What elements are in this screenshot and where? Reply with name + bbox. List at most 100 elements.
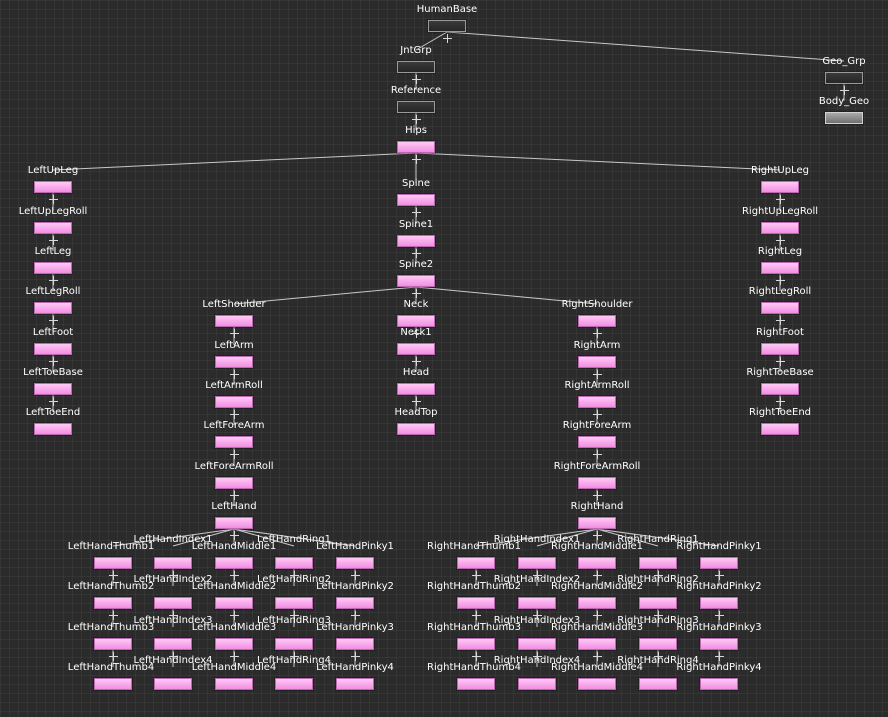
expand-toggle-icon[interactable] <box>776 316 785 325</box>
expand-toggle-icon[interactable] <box>412 357 421 366</box>
node-LeftHandIndex2[interactable] <box>154 597 192 609</box>
expand-toggle-icon[interactable] <box>654 611 663 620</box>
expand-toggle-icon[interactable] <box>230 370 239 379</box>
expand-toggle-icon[interactable] <box>412 289 421 298</box>
node-LeftHandThumb3[interactable] <box>94 638 132 650</box>
expand-toggle-icon[interactable] <box>533 611 542 620</box>
node-LeftHand[interactable] <box>215 517 253 529</box>
expand-toggle-icon[interactable] <box>593 410 602 419</box>
node-LeftHandThumb1[interactable] <box>94 557 132 569</box>
node-Reference[interactable] <box>397 101 435 113</box>
node-LeftHandThumb2[interactable] <box>94 597 132 609</box>
node-Neck1[interactable] <box>397 343 435 355</box>
node-RightHandThumb1[interactable] <box>457 557 495 569</box>
node-RightArm[interactable] <box>578 356 616 368</box>
expand-toggle-icon[interactable] <box>593 450 602 459</box>
expand-toggle-icon[interactable] <box>169 652 178 661</box>
expand-toggle-icon[interactable] <box>290 611 299 620</box>
expand-toggle-icon[interactable] <box>290 571 299 580</box>
expand-toggle-icon[interactable] <box>776 397 785 406</box>
expand-toggle-icon[interactable] <box>472 652 481 661</box>
expand-toggle-icon[interactable] <box>776 357 785 366</box>
expand-toggle-icon[interactable] <box>49 195 58 204</box>
expand-toggle-icon[interactable] <box>715 611 724 620</box>
expand-toggle-icon[interactable] <box>109 571 118 580</box>
node-LeftHandThumb4[interactable] <box>94 678 132 690</box>
node-LeftForeArmRoll[interactable] <box>215 477 253 489</box>
expand-toggle-icon[interactable] <box>654 652 663 661</box>
node-RightHandMiddle2[interactable] <box>578 597 616 609</box>
node-RightHandRing2[interactable] <box>639 597 677 609</box>
expand-toggle-icon[interactable] <box>230 571 239 580</box>
expand-toggle-icon[interactable] <box>412 155 421 164</box>
expand-toggle-icon[interactable] <box>593 611 602 620</box>
expand-toggle-icon[interactable] <box>412 329 421 338</box>
expand-toggle-icon[interactable] <box>593 531 602 540</box>
expand-toggle-icon[interactable] <box>290 652 299 661</box>
expand-toggle-icon[interactable] <box>230 611 239 620</box>
expand-toggle-icon[interactable] <box>230 450 239 459</box>
expand-toggle-icon[interactable] <box>472 611 481 620</box>
node-LeftHandPinky2[interactable] <box>336 597 374 609</box>
expand-toggle-icon[interactable] <box>593 491 602 500</box>
node-RightHandMiddle4[interactable] <box>578 678 616 690</box>
node-RightUpLegRoll[interactable] <box>761 222 799 234</box>
expand-toggle-icon[interactable] <box>412 115 421 124</box>
node-Neck[interactable] <box>397 315 435 327</box>
expand-toggle-icon[interactable] <box>472 571 481 580</box>
node-RightHandThumb2[interactable] <box>457 597 495 609</box>
node-JntGrp[interactable] <box>397 61 435 73</box>
node-Spine2[interactable] <box>397 275 435 287</box>
node-LeftUpLeg[interactable] <box>34 181 72 193</box>
expand-toggle-icon[interactable] <box>776 276 785 285</box>
node-LeftArmRoll[interactable] <box>215 396 253 408</box>
node-RightHandPinky4[interactable] <box>700 678 738 690</box>
expand-toggle-icon[interactable] <box>230 410 239 419</box>
node-LeftHandMiddle1[interactable] <box>215 557 253 569</box>
expand-toggle-icon[interactable] <box>593 370 602 379</box>
node-Body_Geo[interactable] <box>825 112 863 124</box>
node-RightLeg[interactable] <box>761 262 799 274</box>
expand-toggle-icon[interactable] <box>109 652 118 661</box>
expand-toggle-icon[interactable] <box>840 86 849 95</box>
node-RightToeBase[interactable] <box>761 383 799 395</box>
node-LeftHandIndex3[interactable] <box>154 638 192 650</box>
expand-toggle-icon[interactable] <box>776 236 785 245</box>
node-RightToeEnd[interactable] <box>761 423 799 435</box>
node-RightHandRing4[interactable] <box>639 678 677 690</box>
expand-toggle-icon[interactable] <box>654 571 663 580</box>
node-HeadTop[interactable] <box>397 423 435 435</box>
expand-toggle-icon[interactable] <box>412 397 421 406</box>
node-RightHandRing1[interactable] <box>639 557 677 569</box>
expand-toggle-icon[interactable] <box>715 652 724 661</box>
expand-toggle-icon[interactable] <box>593 571 602 580</box>
node-LeftLegRoll[interactable] <box>34 302 72 314</box>
node-LeftHandMiddle3[interactable] <box>215 638 253 650</box>
expand-toggle-icon[interactable] <box>412 75 421 84</box>
node-RightLegRoll[interactable] <box>761 302 799 314</box>
expand-toggle-icon[interactable] <box>351 611 360 620</box>
expand-toggle-icon[interactable] <box>351 652 360 661</box>
expand-toggle-icon[interactable] <box>49 236 58 245</box>
expand-toggle-icon[interactable] <box>593 329 602 338</box>
expand-toggle-icon[interactable] <box>351 571 360 580</box>
node-LeftHandRing4[interactable] <box>275 678 313 690</box>
node-RightHandPinky3[interactable] <box>700 638 738 650</box>
node-LeftShoulder[interactable] <box>215 315 253 327</box>
expand-toggle-icon[interactable] <box>230 531 239 540</box>
node-LeftHandPinky3[interactable] <box>336 638 374 650</box>
node-LeftHandMiddle4[interactable] <box>215 678 253 690</box>
node-Geo_Grp[interactable] <box>825 72 863 84</box>
expand-toggle-icon[interactable] <box>412 249 421 258</box>
expand-toggle-icon[interactable] <box>715 571 724 580</box>
node-RightHandThumb3[interactable] <box>457 638 495 650</box>
node-RightArmRoll[interactable] <box>578 396 616 408</box>
node-LeftHandPinky1[interactable] <box>336 557 374 569</box>
node-LeftForeArm[interactable] <box>215 436 253 448</box>
expand-toggle-icon[interactable] <box>412 208 421 217</box>
node-LeftHandIndex1[interactable] <box>154 557 192 569</box>
node-RightHandIndex3[interactable] <box>518 638 556 650</box>
node-LeftHandMiddle2[interactable] <box>215 597 253 609</box>
expand-toggle-icon[interactable] <box>230 329 239 338</box>
